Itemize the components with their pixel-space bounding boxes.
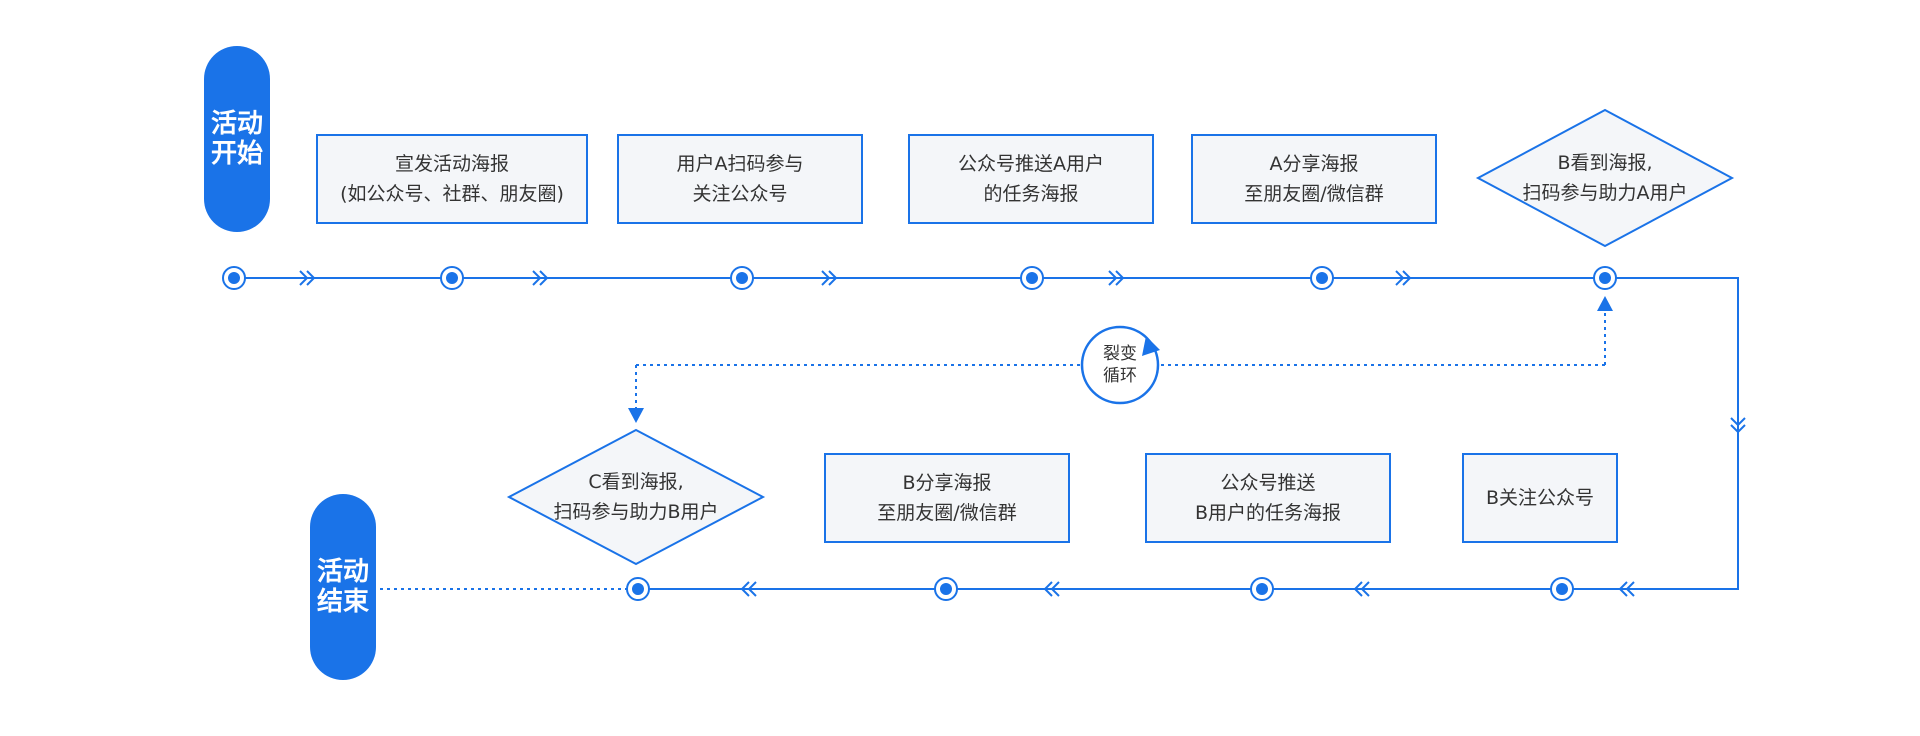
chevron-down-icon — [1730, 417, 1746, 434]
step-box-push-a-task: 公众号推送A用户 的任务海报 — [908, 134, 1154, 224]
loop-rotate-arrow — [1142, 336, 1160, 356]
top-node-5 — [1593, 266, 1617, 290]
chevron-right-icon — [821, 270, 838, 286]
step-diamond-b-help-a-text: B看到海报, 扫码参与助力A用户 — [1522, 152, 1688, 204]
return-flow-line — [1600, 277, 1739, 590]
bottom-node-2 — [1250, 577, 1274, 601]
chevron-right-icon — [532, 270, 549, 286]
step-diamond-c-help-b-text: C看到海报, 扫码参与助力B用户 — [553, 471, 719, 523]
top-node-start — [222, 266, 246, 290]
loop-arrowhead-up — [1597, 296, 1613, 311]
chevron-left-icon — [1043, 581, 1060, 597]
activity-end-pill: 活动 结束 — [310, 494, 376, 680]
bottom-nodes — [626, 577, 1574, 601]
activity-start-pill: 活动 开始 — [204, 46, 270, 232]
top-nodes — [222, 266, 1617, 290]
top-node-1 — [440, 266, 464, 290]
fission-loop-label: 裂变 循环 — [1103, 344, 1137, 386]
chevron-right-icon — [1108, 270, 1125, 286]
top-node-2 — [730, 266, 754, 290]
chevron-right-icon — [299, 270, 316, 286]
decision-diamond-c — [506, 428, 766, 566]
top-node-4 — [1310, 266, 1334, 290]
bottom-node-1 — [1550, 577, 1574, 601]
bottom-node-3 — [934, 577, 958, 601]
step-box-user-a-scan: 用户A扫码参与 关注公众号 — [617, 134, 863, 224]
top-node-3 — [1020, 266, 1044, 290]
decision-diamond-b — [1475, 108, 1735, 248]
chevron-left-icon — [1353, 581, 1370, 597]
chevron-left-icon — [1618, 581, 1635, 597]
step-box-b-share: B分享海报 至朋友圈/微信群 — [824, 453, 1070, 543]
step-box-a-share: A分享海报 至朋友圈/微信群 — [1191, 134, 1437, 224]
bottom-node-4 — [626, 577, 650, 601]
chevron-left-icon — [740, 581, 757, 597]
loop-circle — [1080, 325, 1160, 405]
top-chevrons — [299, 270, 1412, 286]
chevron-right-icon — [1395, 270, 1412, 286]
loop-arrowhead-down — [628, 408, 644, 423]
bottom-chevrons — [740, 581, 1635, 597]
step-box-push-b-task: 公众号推送 B用户的任务海报 — [1145, 453, 1391, 543]
step-box-publish-poster: 宣发活动海报 (如公众号、社群、朋友圈) — [316, 134, 588, 224]
step-box-b-follow: B关注公众号 — [1462, 453, 1618, 543]
